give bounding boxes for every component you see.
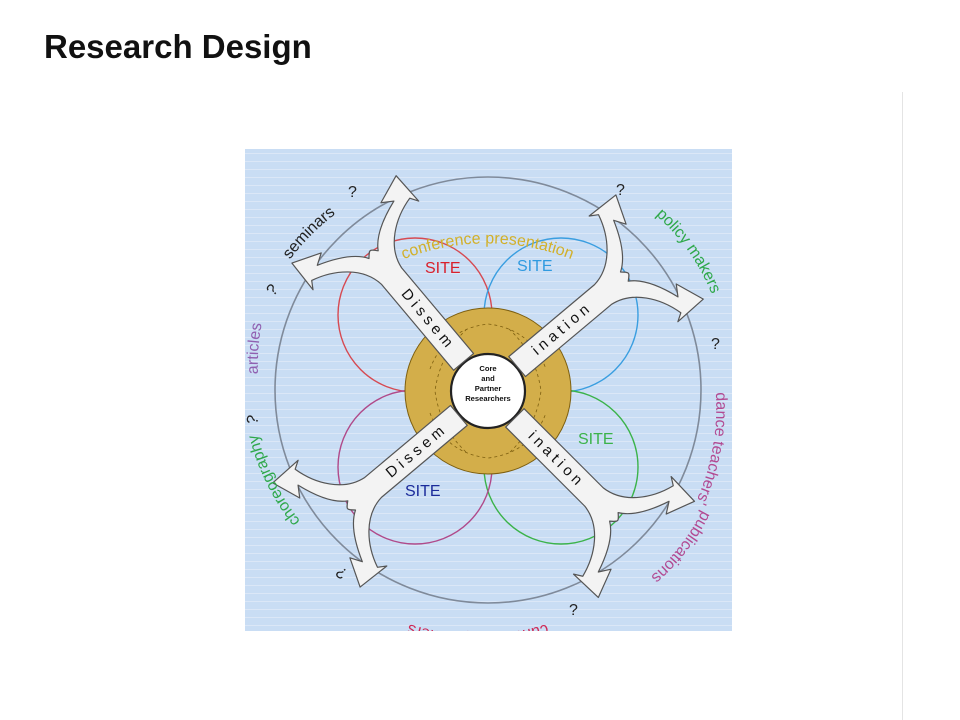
question-mark-6: ?	[245, 414, 263, 426]
site-label-bottom-right: SITE	[578, 431, 614, 448]
background-stripe	[245, 273, 732, 274]
core-label-line-1: Core	[479, 364, 496, 373]
slide-title: Research Design	[44, 28, 312, 65]
vertical-divider	[902, 92, 903, 720]
background-stripe	[245, 505, 732, 506]
arrow-bottom-right-shape	[505, 408, 696, 599]
background-stripe	[245, 545, 732, 546]
background-stripe	[245, 201, 732, 202]
outer-ring	[274, 176, 702, 604]
background-stripe	[245, 193, 732, 194]
diagram-canvas: Core and Partner Researchers D i s s e m…	[245, 149, 732, 631]
research-design-diagram: Core and Partner Researchers D i s s e m…	[245, 149, 732, 631]
site-label-top-right: SITE	[517, 258, 553, 275]
background-stripe	[245, 585, 732, 586]
core-label: Core and Partner Researchers	[465, 364, 511, 403]
output-articles: articles	[245, 321, 266, 374]
background-stripe	[245, 153, 732, 154]
background-stripe	[245, 225, 732, 226]
background-stripe	[245, 521, 732, 522]
background-stripe	[245, 217, 732, 218]
site-labels: SITE SITE SITE SITE	[405, 258, 614, 500]
background-stripe	[245, 569, 732, 570]
background-stripe	[245, 185, 732, 186]
core-label-line-3: Partner	[475, 384, 502, 393]
background-stripe	[245, 161, 732, 162]
background-stripe	[245, 497, 732, 498]
question-mark-2: ?	[616, 182, 625, 199]
background-stripe	[245, 281, 732, 282]
background-stripe	[245, 257, 732, 258]
background-stripe	[245, 529, 732, 530]
question-mark-4: ?	[569, 602, 578, 619]
background-stripe	[245, 609, 732, 610]
core-researchers-circle	[449, 352, 527, 430]
site-label-top-left: SITE	[425, 260, 461, 277]
background-stripe	[245, 481, 732, 482]
background-stripe	[245, 561, 732, 562]
background-stripe	[245, 265, 732, 266]
background-stripe	[245, 553, 732, 554]
background-stripe	[245, 209, 732, 210]
background-stripe	[245, 233, 732, 234]
background-stripe	[245, 617, 732, 618]
core-label-line-4: Researchers	[465, 394, 511, 403]
core-label-line-2: and	[481, 374, 495, 383]
arrow-bottom-left-shape	[272, 404, 468, 588]
background-stripe	[245, 169, 732, 170]
arrow-top-right-shape	[508, 194, 704, 378]
background-stripe	[245, 601, 732, 602]
background-stripe	[245, 241, 732, 242]
background-stripe	[245, 305, 732, 306]
background-stripe	[245, 537, 732, 538]
site-label-bottom-left: SITE	[405, 483, 441, 500]
background-stripe	[245, 249, 732, 250]
background-stripe	[245, 625, 732, 626]
question-mark-1: ?	[348, 184, 357, 201]
question-mark-3: ?	[711, 336, 720, 353]
background-stripe	[245, 593, 732, 594]
arrow-top-left-shape	[291, 175, 475, 371]
background-stripe	[245, 577, 732, 578]
background-stripe	[245, 297, 732, 298]
background-stripe	[245, 513, 732, 514]
